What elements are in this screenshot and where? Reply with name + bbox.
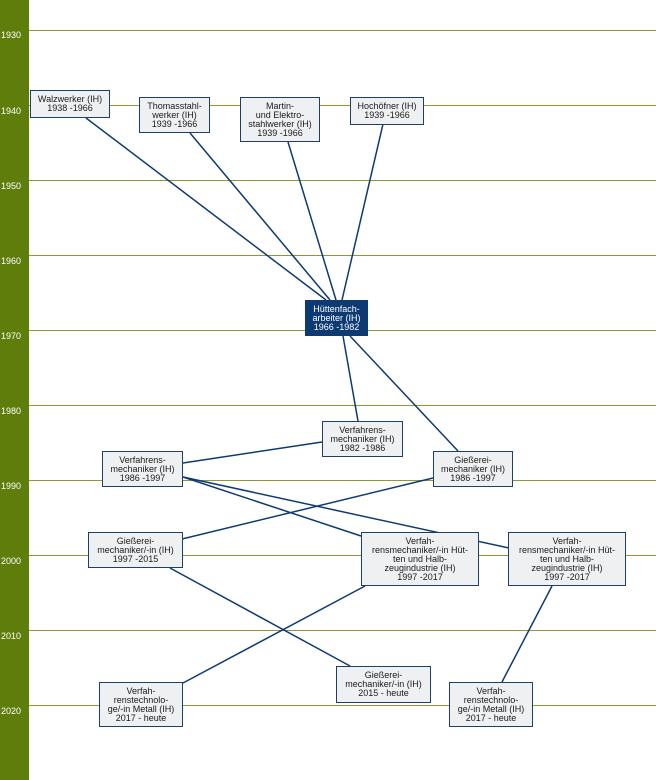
year-label-1950: 1950 (1, 181, 22, 191)
year-axis-sidebar: 1930 1940 1950 1960 1970 1980 1990 2000 … (0, 0, 29, 780)
year-label-2010: 2010 (1, 631, 22, 641)
node-verfahrensmechaniker-1982: Verfahrens- mechaniker (IH) 1982 -1986 (322, 421, 403, 457)
year-label-1940: 1940 (1, 106, 22, 116)
link-thomasstahlwerker-huettenfacharbeiter (189, 132, 331, 301)
node-walzwerker: Walzwerker (IH) 1938 -1966 (30, 90, 110, 118)
node-verfahrenstech-b-text: Verfah- renstechnolo- ge/-in Metall (IH)… (457, 685, 525, 723)
node-verfahrensmech-1982-text: Verfahrens- mechaniker (IH) 1982 -1986 (330, 424, 395, 453)
node-verfahrensmechaniker-huetten-b: Verfah- rensmechaniker/-in Hüt- ten und … (508, 532, 626, 586)
year-label-1930: 1930 (1, 30, 22, 40)
link-huettenfacharbeiter-giessereimech (349, 335, 459, 452)
gridline-1930 (29, 30, 656, 31)
node-martin-text: Martin- und Elektro- stahlwerker (IH) 19… (248, 100, 312, 138)
node-verfahrensmech-1986-text: Verfahrens- mechaniker (IH) 1986 -1997 (110, 454, 175, 483)
year-label-1990: 1990 (1, 481, 22, 491)
node-verfahrenstechnologe-b: Verfah- renstechnolo- ge/-in Metall (IH)… (449, 682, 533, 727)
link-huetten-b-verfahrenstech-b (501, 585, 553, 683)
year-label-2020: 2020 (1, 706, 22, 716)
node-verfahrensmechaniker-1986: Verfahrens- mechaniker (IH) 1986 -1997 (102, 451, 183, 487)
node-thomasstahlwerker: Thomasstahl- werker (IH) 1939 -1966 (139, 97, 210, 133)
gridline-2020 (29, 705, 656, 706)
node-martin-elektrostahlwerker: Martin- und Elektro- stahlwerker (IH) 19… (240, 97, 320, 142)
link-giessereimech1997-giessereimech2015 (169, 567, 351, 667)
year-label-1970: 1970 (1, 331, 22, 341)
year-label-1980: 1980 (1, 406, 22, 416)
node-giessereimech-1986-text: Gießerei- mechaniker (IH) 1986 -1997 (440, 454, 505, 483)
node-giessereimechaniker-1997: Gießerei- mechaniker/-in (IH) 1997 -2015 (88, 532, 183, 568)
node-giessereimech-1997-text: Gießerei- mechaniker/-in (IH) 1997 -2015 (97, 535, 174, 564)
node-giessereimechaniker-1986: Gießerei- mechaniker (IH) 1986 -1997 (433, 451, 513, 487)
link-verfahrensmech1986-huetten-a (182, 476, 362, 537)
link-martin-huettenfacharbeiter (287, 141, 337, 301)
node-giessereimechaniker-2015: Gießerei- mechaniker/-in (IH) 2015 - heu… (336, 666, 431, 703)
gridline-1990 (29, 480, 656, 481)
year-label-1960: 1960 (1, 256, 22, 266)
gridline-1950 (29, 180, 656, 181)
node-walzwerker-text: Walzwerker (IH) 1938 -1966 (37, 94, 103, 113)
node-verfahrenstech-a-text: Verfah- renstechnolo- ge/-in Metall (IH)… (107, 685, 175, 723)
node-verfahrensmechaniker-huetten-a: Verfah- rensmechaniker/-in Hüt- ten und … (361, 532, 479, 586)
gridline-2000 (29, 555, 656, 556)
year-label-2000: 2000 (1, 556, 22, 566)
link-hochofner-huettenfacharbeiter (341, 123, 384, 301)
link-walzwerker-huettenfacharbeiter (85, 117, 327, 301)
node-huettenfacharbeiter: Hüttenfach- arbeiter (IH) 1966 -1982 (305, 300, 368, 336)
node-huettenfacharbeiter-text: Hüttenfach- arbeiter (IH) 1966 -1982 (312, 303, 361, 332)
link-huetten-a-verfahrenstech-a (182, 585, 366, 684)
node-hochofner-text: Hochöfner (IH) 1939 -1966 (357, 101, 417, 120)
gridline-1980 (29, 405, 656, 406)
node-verfahrenstechnologe-a: Verfah- renstechnolo- ge/-in Metall (IH)… (99, 682, 183, 727)
node-giessereimech-2015-text: Gießerei- mechaniker/-in (IH) 2015 - heu… (345, 670, 422, 698)
node-huetten-a-text: Verfah- rensmechaniker/-in Hüt- ten und … (371, 535, 469, 582)
gridline-1940 (29, 105, 656, 106)
link-huettenfacharbeiter-verfahrensmech (342, 335, 359, 422)
gridline-1960 (29, 255, 656, 256)
link-giessereimech1986-giessereimech1997 (181, 477, 434, 540)
node-thomasstahlwerker-text: Thomasstahl- werker (IH) 1939 -1966 (147, 100, 202, 129)
node-hochofner: Hochöfner (IH) 1939 -1966 (350, 97, 424, 125)
link-verfahrensmech1982-verfahrensmech1986 (182, 441, 323, 464)
node-huetten-b-text: Verfah- rensmechaniker/-in Hüt- ten und … (518, 535, 616, 582)
gridline-2010 (29, 630, 656, 631)
